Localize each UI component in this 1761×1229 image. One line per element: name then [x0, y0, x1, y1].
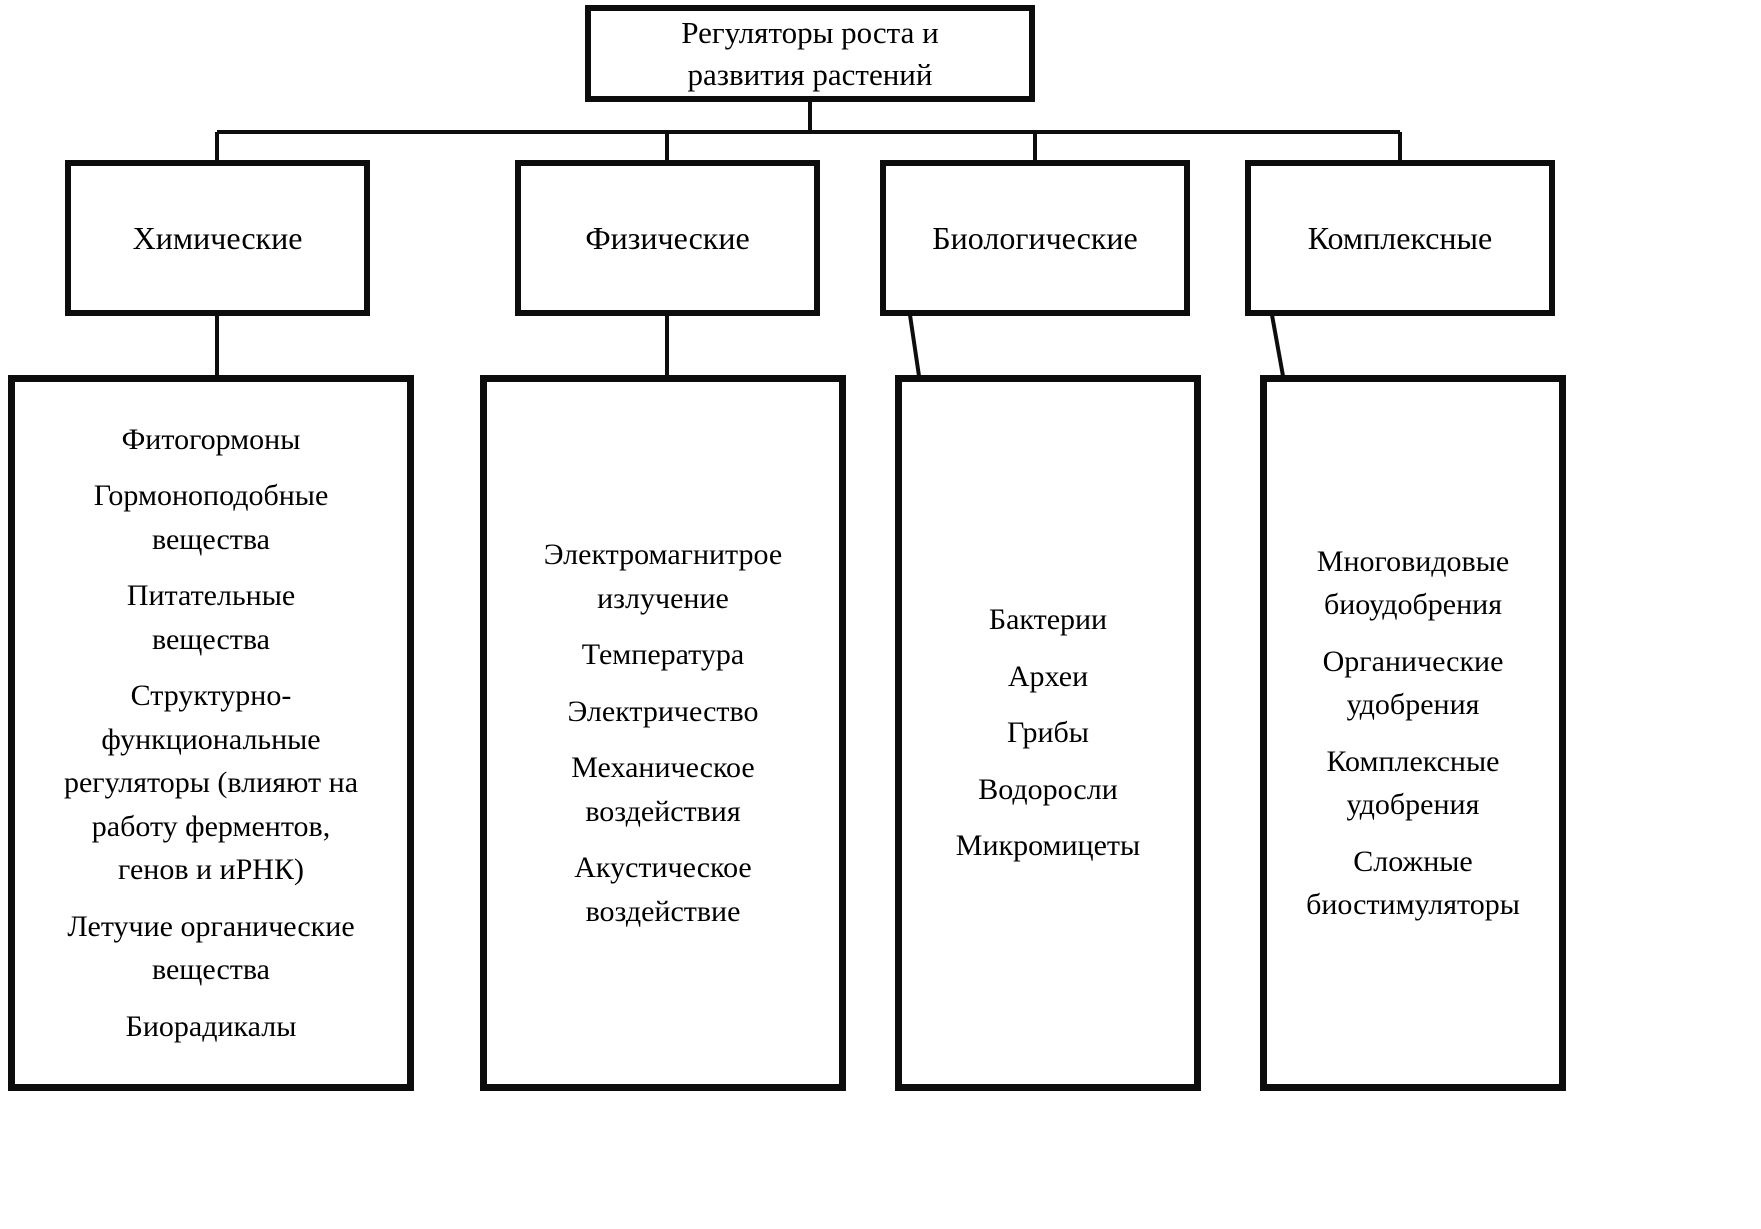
category-chemical-label: Химические — [132, 219, 303, 256]
detail-item: Структурно- функциональные регуляторы (в… — [63, 679, 359, 887]
detail-item: Грибы — [1007, 716, 1089, 750]
detail-item: Археи — [1007, 659, 1089, 693]
root-node: Регуляторы роста и развития растений — [585, 5, 1035, 102]
detail-biological: Бактерии Археи Грибы Водоросли Микромице… — [895, 375, 1201, 1091]
detail-item: Бактерии — [988, 603, 1108, 637]
detail-item: Комплексные удобрения — [1326, 744, 1500, 822]
detail-item: Гормоноподобные вещества — [93, 479, 329, 556]
connector-complex-detail — [1270, 314, 1285, 377]
detail-item: Фитогормоны — [121, 422, 301, 456]
detail-item: Многовидовые биоудобрения — [1316, 544, 1510, 622]
detail-item: Водоросли — [978, 772, 1118, 806]
connector-biological-detail — [908, 314, 921, 377]
detail-item: Органические удобрения — [1322, 644, 1504, 722]
category-physical-label: Физические — [585, 219, 750, 256]
detail-item: Питательные вещества — [126, 579, 296, 656]
detail-chemical: Фитогормоны Гормоноподобные вещества Пит… — [8, 375, 414, 1091]
detail-item: Температура — [581, 638, 745, 671]
category-biological-label: Биологические — [932, 219, 1138, 256]
detail-item: Биорадикалы — [125, 1009, 297, 1043]
detail-item: Микромицеты — [955, 829, 1141, 863]
detail-item: Акустическое воздействие — [574, 851, 752, 928]
detail-item: Летучие органические вещества — [67, 909, 355, 987]
category-complex-label: Комплексные — [1307, 219, 1493, 256]
category-biological: Биологические — [880, 160, 1190, 316]
detail-item: Механическое воздействия — [571, 751, 755, 828]
detail-item: Электричество — [567, 694, 759, 728]
category-physical: Физические — [515, 160, 820, 316]
detail-complex: Многовидовые биоудобрения Органические у… — [1260, 375, 1566, 1091]
detail-item: Электромагнитрое излучение — [543, 538, 783, 615]
detail-item: Сложные биостимуляторы — [1306, 844, 1520, 922]
category-chemical: Химические — [65, 160, 370, 316]
detail-physical: Электромагнитрое излучение Температура Э… — [480, 375, 846, 1091]
category-complex: Комплексные — [1245, 160, 1555, 316]
root-label: Регуляторы роста и развития растений — [681, 14, 939, 92]
